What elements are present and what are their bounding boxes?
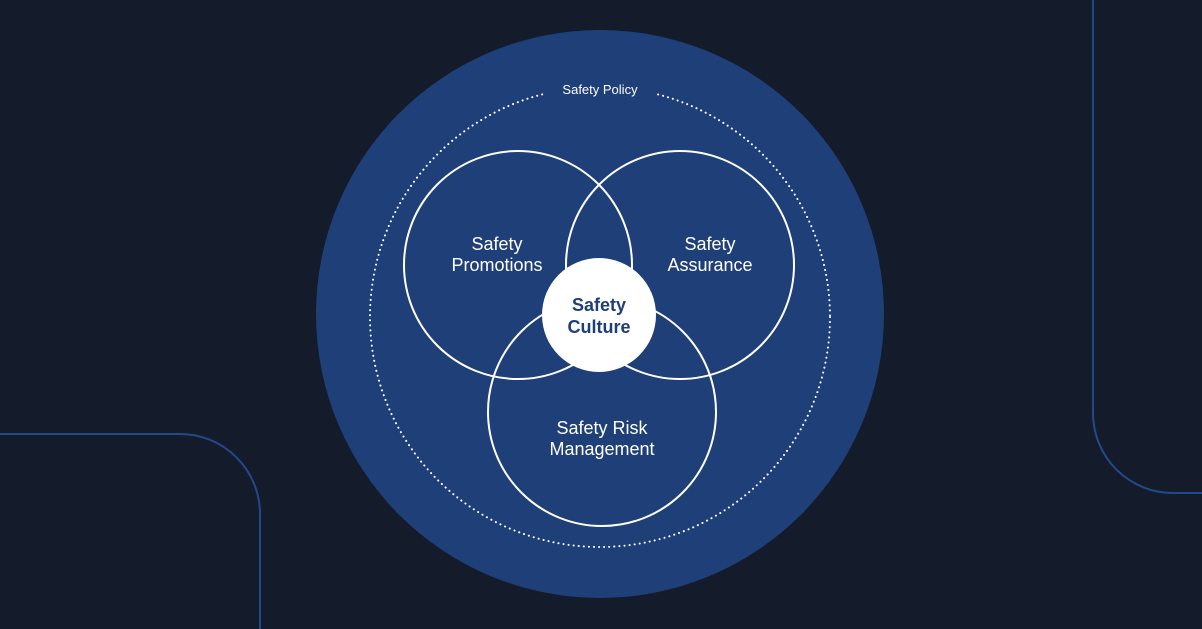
- assurance-label-line1: Safety: [684, 234, 735, 254]
- safety-policy-label: Safety Policy: [562, 82, 638, 97]
- assurance-label-line2: Assurance: [667, 255, 752, 275]
- decor-frame-top-right: [1092, 0, 1202, 494]
- risk-management-label-line1: Safety Risk: [556, 418, 648, 438]
- decor-frame-bottom-left: [0, 433, 261, 629]
- safety-policy-ring: [369, 86, 831, 548]
- safety-policy-label-gap: [545, 78, 655, 100]
- promotions-circle: [403, 150, 633, 380]
- promotions-label-line2: Promotions: [451, 255, 542, 275]
- promotions-label-line1: Safety: [471, 234, 522, 254]
- safety-culture-label-line2: Culture: [568, 317, 631, 337]
- risk-management-label-line2: Management: [549, 439, 654, 459]
- assurance-circle: [565, 150, 795, 380]
- safety-culture-label-line1: Safety: [572, 295, 626, 315]
- safety-culture-circle: [542, 258, 656, 372]
